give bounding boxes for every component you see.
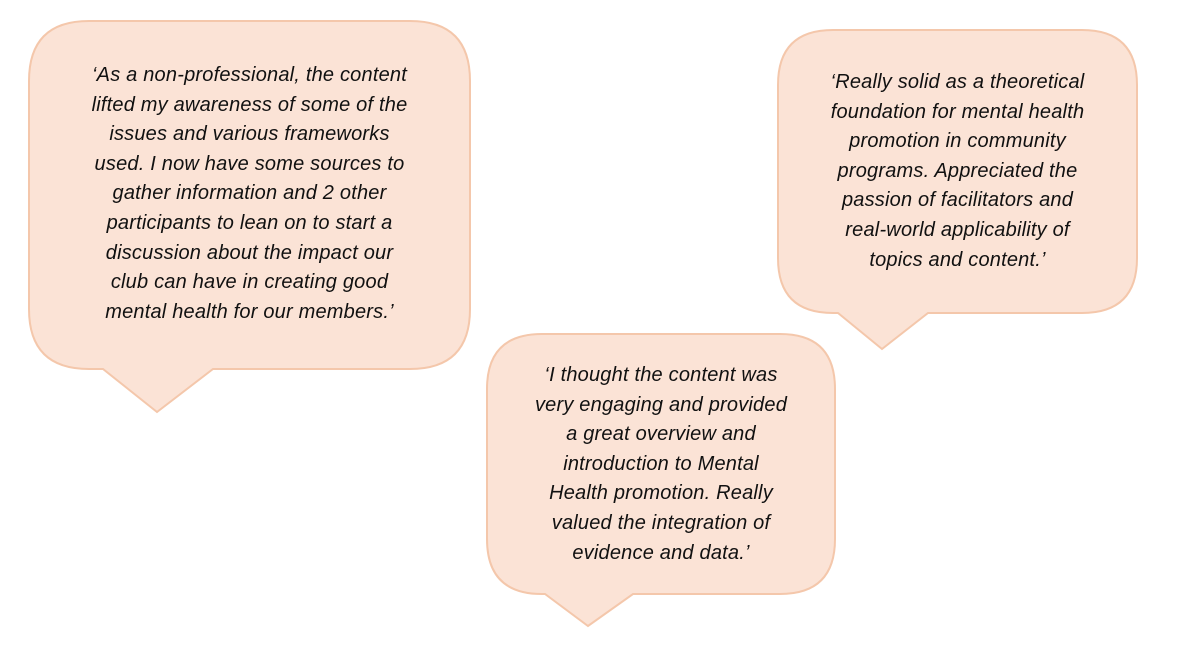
quote-line: ‘Really solid as a theoretical	[830, 71, 1085, 93]
quote-line: discussion about the impact our	[105, 241, 394, 264]
quote-line: real-world applicability of	[845, 218, 1070, 241]
quote-line: introduction to Mental	[563, 452, 759, 475]
quote-3: ‘I thought the content was very engaging…	[487, 361, 835, 568]
speech-bubble-1	[28, 20, 471, 414]
quote-line: gather information and 2 other	[112, 182, 387, 205]
quote-line: evidence and data.’	[572, 541, 750, 564]
quote-line: programs. Appreciated the	[837, 159, 1078, 182]
speech-bubble-3	[486, 333, 836, 628]
quote-line: promotion in community	[849, 130, 1066, 153]
quote-line: topics and content.’	[869, 248, 1046, 271]
quote-line: lifted my awareness of some of the	[91, 93, 408, 116]
quote-line: issues and various frameworks	[109, 123, 390, 146]
quote-line: foundation for mental health	[830, 100, 1085, 123]
quote-line: used. I now have some sources to	[94, 152, 405, 175]
quote-line: valued the integration of	[551, 511, 771, 534]
speech-bubble-2	[777, 29, 1138, 351]
quote-line: ‘As a non-professional, the content	[92, 64, 407, 86]
quote-line: club can have in creating good	[110, 271, 389, 294]
quote-2: ‘Really solid as a theoretical foundatio…	[778, 68, 1137, 275]
quote-line: a great overview and	[566, 423, 756, 446]
quote-line: mental health for our members.’	[105, 300, 394, 323]
quote-1: ‘As a non-professional, the content lift…	[29, 61, 470, 327]
quote-line: ‘I thought the content was	[544, 364, 778, 386]
quote-line: passion of facilitators and	[841, 189, 1074, 212]
quote-line: Health promotion. Really	[549, 482, 773, 505]
quote-line: participants to lean on to start a	[106, 211, 393, 234]
quote-line: very engaging and provided	[534, 393, 788, 416]
